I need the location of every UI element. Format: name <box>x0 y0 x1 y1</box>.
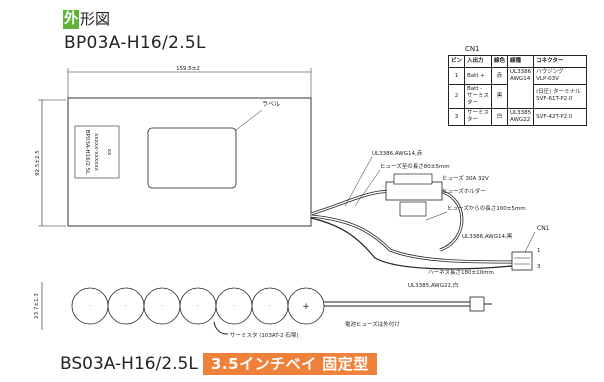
red-wire-callout: UL3386,AWG14,赤 <box>372 149 423 157</box>
fuse <box>399 201 427 217</box>
harness-callout: ハーネス長さ180±10mm <box>428 269 494 276</box>
model-name-bottom: BS03A-H16/2.5L <box>60 354 198 374</box>
cell-wire: UL3385 AWG22 <box>507 108 535 126</box>
title-badge: 外 <box>63 10 79 29</box>
height-dim-text: 92.5±2.5 <box>35 150 41 176</box>
pin1-label: 1 <box>537 248 541 254</box>
white-wire-callout: UL3385,AWG22,白 <box>408 281 458 289</box>
col-header: コネクター <box>533 55 588 68</box>
conn-line: VLP-03V <box>536 76 559 82</box>
connector-table-title: CN1 <box>465 45 480 53</box>
pack-sticker-text-3: xx <box>106 149 112 156</box>
cell-conn: SVF-42T-P2.0 <box>533 108 588 126</box>
conn-line: SVF-61T-P2.0 <box>536 96 573 103</box>
label-area <box>147 127 237 189</box>
cell-height-dim-text: 23.7±1.3 <box>34 293 40 319</box>
thermistor-lead <box>213 321 229 335</box>
cell-color: 白 <box>491 108 509 126</box>
wire-gauge: AWG22 <box>510 117 531 123</box>
model-name-top: BP03A-H16/2.5L <box>64 33 206 53</box>
cell-connector <box>469 296 485 312</box>
cell-conn: ハウジング VLP-03V <box>533 67 588 84</box>
fuse-holder <box>385 181 443 201</box>
white-wire <box>310 217 513 270</box>
pack-sticker-text-2: xxxxx-xxxxxx <box>93 133 99 172</box>
fuse-holder-callout: ヒューズホルダー <box>442 187 486 195</box>
page-title: 形図 <box>80 10 111 28</box>
connector-table: ピン 入出力 線色 線種 コネクター 1 Batt + 赤 UL3386 AWG… <box>447 55 588 126</box>
cn1-connector <box>511 251 533 271</box>
label-callout: ラベル <box>262 101 280 108</box>
pack-sticker <box>74 125 120 179</box>
cell-stack <box>71 287 325 325</box>
cell-dot: · <box>269 303 271 310</box>
cell-dot: · <box>197 303 199 310</box>
thermistor-callout: サーミスタ (103AT-2 石塚) <box>230 331 298 339</box>
wire-type: UL3386 <box>510 69 532 76</box>
fuse-length-callout: ヒューズ至の長さ80±5mm <box>380 162 450 170</box>
fuse-from-callout: ヒューズからの長さ100±5mm <box>447 204 526 212</box>
pack-sticker-text-1: BP03A-H16/2.5L <box>84 130 90 175</box>
cell-dot: · <box>125 303 127 310</box>
table-row: 1 Batt + 赤 UL3386 AWG14 ハウジング VLP-03V <box>447 67 588 85</box>
cell-dot: · <box>233 303 235 310</box>
cell-plus: + <box>302 302 310 312</box>
table-row: 3 サーミスター 白 UL3385 AWG22 SVF-42T-P2.0 <box>447 108 588 126</box>
fuse-rating-callout: ヒューズ 30A 32V <box>442 174 489 182</box>
fuse-note: 電池ヒューズは外付け <box>345 320 400 328</box>
cell-conn: (日圧) ターミナル SVF-61T-P2.0 <box>533 84 588 108</box>
table-row: 2 Batt - サーミスター 黒 (日圧) ターミナル SVF-61T-P2.… <box>447 84 588 109</box>
conn-line: ハウジング <box>536 69 564 75</box>
pin3-label: 3 <box>537 264 541 270</box>
cell-pin: 3 <box>447 108 466 126</box>
conn-line: (日圧) ターミナル <box>536 89 581 96</box>
cn1-label: CN1 <box>537 225 550 232</box>
table-row <box>449 84 588 85</box>
cell-wire <box>507 84 535 109</box>
cell-io: サーミスター <box>464 108 493 126</box>
wire-type: UL3385 <box>510 110 532 116</box>
cell-dot: · <box>89 303 91 310</box>
cell-dot: · <box>161 303 163 310</box>
wire-gauge: AWG14 <box>510 76 531 83</box>
width-dim-text: 159.5±2 <box>176 66 200 72</box>
mount-type-tag: 3.5インチベイ 固定型 <box>203 353 377 375</box>
cell-wire: UL3386 AWG14 <box>507 67 535 85</box>
black-wire-callout: UL3386,AWG14,黒 <box>462 233 513 240</box>
